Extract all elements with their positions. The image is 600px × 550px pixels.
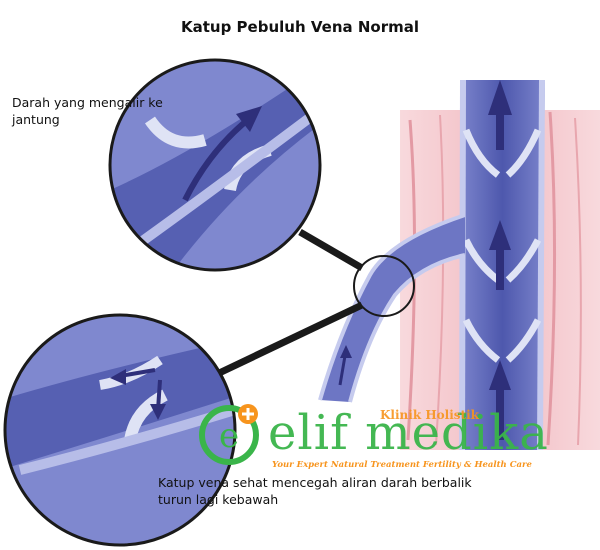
magnifier-top: [108, 58, 322, 272]
svg-text:e: e: [219, 416, 239, 456]
valve-label: Katup vena sehat mencegah aliran darah b…: [158, 475, 472, 507]
watermark-subtitle: Klinik Holistik: [380, 408, 479, 422]
magnifier-connectors: [213, 228, 364, 379]
flow-arrows: [488, 80, 512, 440]
magnifier-bottom: [3, 313, 237, 547]
branch-vein: [318, 213, 466, 403]
watermark-tagline: Your Expert Natural Treatment Fertility …: [272, 460, 532, 470]
detail-marker: [353, 255, 415, 317]
elif-medika-logo: e: [199, 404, 259, 465]
watermark-brand: elif medika: [268, 405, 549, 461]
diagram-title: Katup Pebuluh Vena Normal: [181, 18, 419, 36]
flow-label: Darah yang mengalir ke jantung: [12, 95, 163, 127]
